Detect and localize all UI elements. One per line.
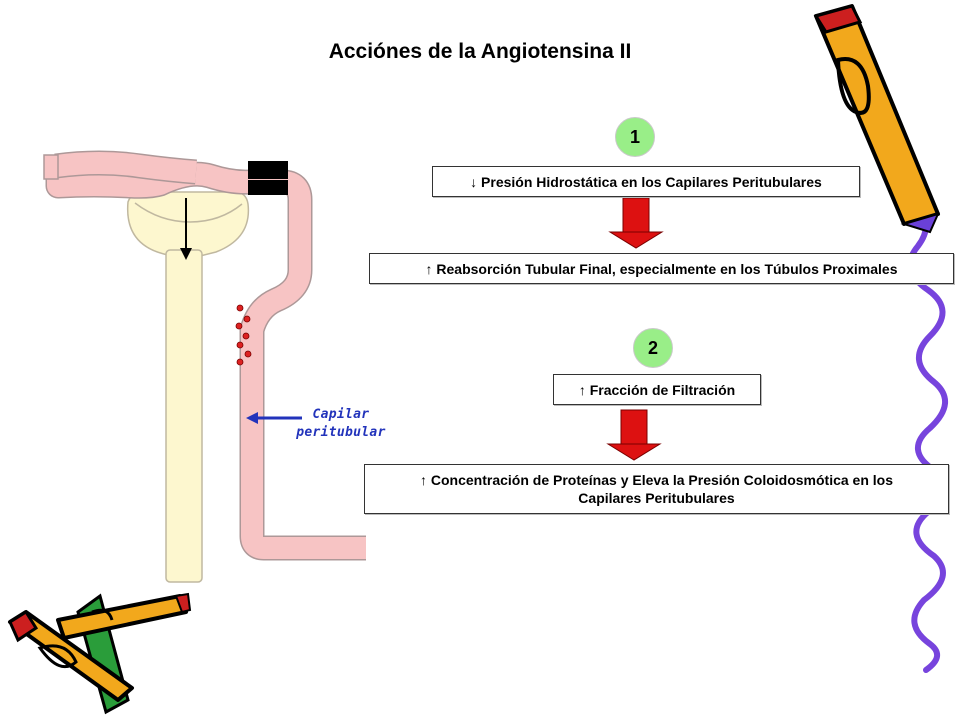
red-arrow-1: [608, 197, 664, 249]
step-2-effect-line-2: Capilares Peritubulares: [578, 490, 735, 506]
down-arrow-icon: [180, 198, 192, 260]
step-badge-2: 2: [633, 328, 673, 368]
capillary-label: Capilar peritubular: [286, 406, 396, 442]
crayon-icon-bottom-left: [8, 592, 192, 715]
red-arrow-2: [606, 409, 662, 461]
step-2-effect-box: ↑ Concentración de Proteínas y Eleva la …: [364, 464, 949, 514]
step-2-cause-box: ↑ Fracción de Filtración: [553, 374, 761, 405]
slide-title: Acciónes de la Angiotensina II: [328, 40, 632, 63]
step-1-cause-box: ↓ Presión Hidrostática en los Capilares …: [432, 166, 860, 197]
protein-dots: [235, 304, 252, 366]
capillary-label-line-2: peritubular: [296, 425, 386, 440]
pencil-icon-top-right: [813, 4, 940, 234]
blue-pointer-arrow: [246, 412, 302, 424]
step-2-effect-line-1: ↑ Concentración de Proteínas y Eleva la …: [419, 472, 894, 488]
capillary-label-line-1: Capilar: [312, 407, 370, 422]
step-badge-1: 1: [615, 117, 655, 157]
tubule: [165, 249, 203, 583]
constriction-band: [248, 161, 288, 179]
step-1-effect-box: ↑ Reabsorción Tubular Final, especialmen…: [369, 253, 954, 284]
